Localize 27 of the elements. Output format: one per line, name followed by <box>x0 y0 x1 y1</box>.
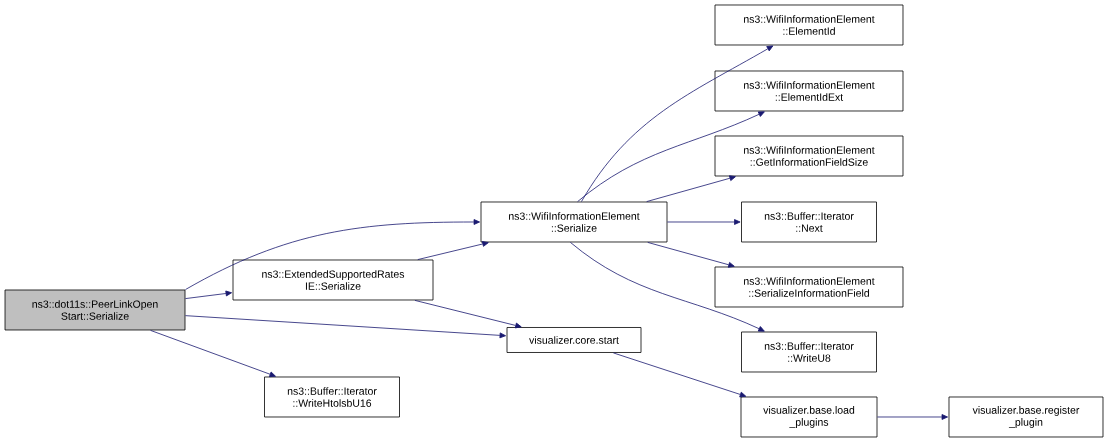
function-box: ns3::Buffer::Iterator ::Next <box>741 201 877 243</box>
function-box: visualizer.core.start <box>506 327 642 353</box>
arrow <box>667 219 741 225</box>
arrow <box>414 300 522 329</box>
arrow <box>877 414 948 420</box>
function-box: ns3::ExtendedSupportedRates IE::Serialize <box>232 259 434 301</box>
function-box: ns3::WifiInformationElement ::Serialize <box>480 201 668 243</box>
arrow <box>612 352 747 398</box>
arrow <box>577 111 765 202</box>
arrow <box>581 45 774 202</box>
function-box: ns3::Buffer::Iterator ::WriteHtolsbU16 <box>264 376 400 418</box>
function-box: ns3::dot11s::PeerLinkOpen Start::Serialize <box>4 289 186 331</box>
function-box: ns3::WifiInformationElement ::ElementIdExt <box>714 70 904 112</box>
function-box: ns3::WifiInformationElement ::GetInformationFieldSize <box>714 135 904 177</box>
arrow <box>570 242 765 332</box>
arrow <box>150 330 276 378</box>
arrow <box>417 241 489 260</box>
function-box: ns3::WifiInformationElement ::ElementId <box>714 4 904 46</box>
function-box: ns3::Buffer::Iterator ::WriteU8 <box>741 331 877 373</box>
arrow <box>185 219 480 290</box>
arrow <box>647 242 735 268</box>
function-box: ns3::WifiInformationElement ::SerializeInformationField <box>714 266 904 308</box>
arrow <box>185 290 232 299</box>
function-box: visualizer.base.load _plugins <box>740 396 878 438</box>
arrow <box>646 175 736 202</box>
arrow <box>185 315 506 339</box>
function-box: visualizer.base.register _plugin <box>948 396 1104 438</box>
